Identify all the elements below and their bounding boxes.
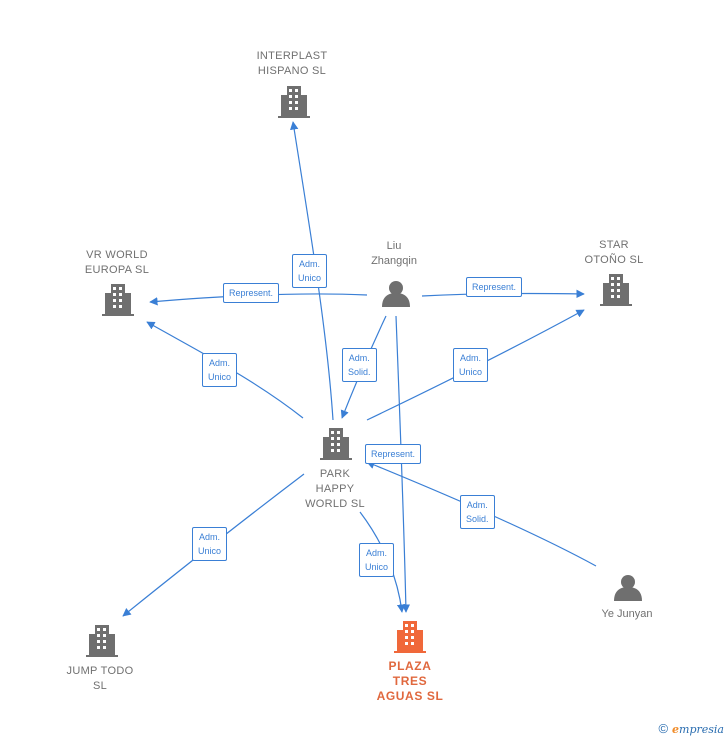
edge-label-liu-vrworld: Represent.	[223, 283, 280, 303]
brand-name: mpresia	[679, 723, 724, 736]
edge-label-ye-park: Adm. Solid.	[460, 495, 495, 529]
edge-label-liu-park: Adm. Solid.	[342, 348, 377, 382]
edge-label-park-star: Adm. Unico	[453, 348, 489, 382]
edge-label-park-vrworld: Adm. Unico	[202, 353, 238, 387]
node-label-jump[interactable]: JUMP TODO SL	[66, 665, 134, 692]
node-label-ye[interactable]: Ye Junyan	[601, 608, 653, 620]
edge-label-park-plaza: Adm. Unico	[359, 543, 395, 577]
node-label-liu[interactable]: Liu Zhangqin	[371, 240, 417, 267]
building-icon[interactable]	[102, 284, 134, 316]
node-label-star[interactable]: STAR OTOÑO SL	[584, 239, 644, 266]
node-label-park[interactable]: PARK HAPPY WORLD SL	[305, 468, 365, 510]
building-icon[interactable]	[278, 86, 310, 118]
edge-label-park-interplast: Adm. Unico	[292, 254, 328, 288]
edge-label-park-jump: Adm. Unico	[192, 527, 228, 561]
nodes-layer	[86, 86, 642, 657]
node-label-interplast[interactable]: INTERPLAST HISPANO SL	[256, 50, 328, 77]
building-icon[interactable]	[320, 428, 352, 460]
edge-label-liu-star: Represent.	[466, 277, 523, 297]
edge-liu-plaza	[395, 315, 411, 613]
building-icon[interactable]	[600, 274, 632, 306]
building-icon[interactable]	[86, 625, 118, 657]
footer-credit: ©empresia	[658, 721, 724, 736]
node-label-plaza[interactable]: PLAZA TRES AGUAS SL	[376, 659, 444, 703]
edge-label-liu-plaza: Represent.	[365, 444, 422, 464]
copyright-symbol: ©	[658, 721, 669, 736]
brand-logo-initial: e	[672, 723, 680, 736]
node-label-vrworld[interactable]: VR WORLD EUROPA SL	[84, 249, 150, 276]
person-icon[interactable]	[614, 575, 642, 601]
building-icon[interactable]	[394, 621, 426, 653]
person-icon[interactable]	[382, 281, 410, 307]
